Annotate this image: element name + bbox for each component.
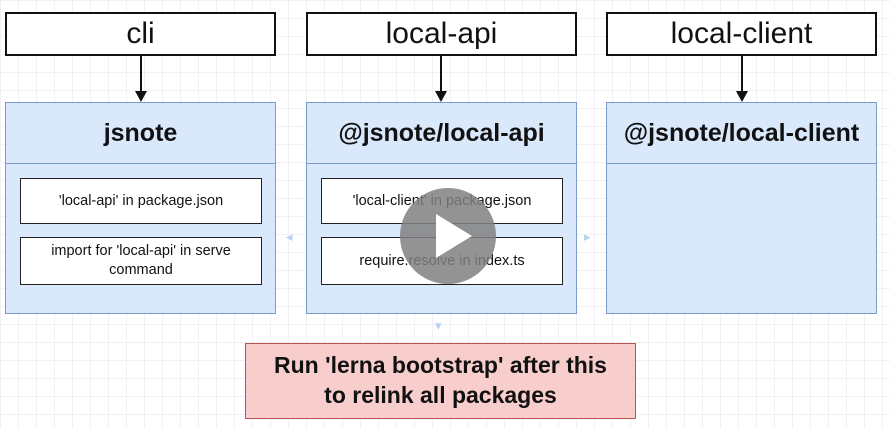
local-client-label-box: local-client	[606, 12, 877, 56]
local-api-arrow-line	[440, 56, 442, 92]
package-title: jsnote	[6, 103, 275, 164]
note-local-api-package-json: 'local-api' in package.json	[20, 178, 262, 224]
package-local-client: @jsnote/local-client	[606, 102, 877, 314]
faint-down-arrow-icon: ▾	[435, 318, 442, 333]
cli-label: cli	[126, 17, 155, 50]
package-local-api: @jsnote/local-api 'local-client' in pack…	[306, 102, 577, 314]
local-api-label-box: local-api	[306, 12, 577, 56]
cli-label-box: cli	[5, 12, 276, 56]
local-client-arrow-line	[741, 56, 743, 92]
local-api-arrow-head-icon	[435, 91, 447, 102]
local-client-arrow-head-icon	[736, 91, 748, 102]
cli-arrow-head-icon	[135, 91, 147, 102]
faint-right-arrow-icon: ▸	[584, 229, 591, 244]
callout-line-1: Run 'lerna bootstrap' after this	[274, 352, 607, 379]
cli-arrow-line	[140, 56, 142, 92]
package-title: @jsnote/local-client	[607, 103, 876, 164]
play-button[interactable]	[400, 188, 496, 284]
local-api-label: local-api	[385, 17, 498, 50]
local-client-label: local-client	[670, 17, 813, 50]
faint-left-arrow-icon: ◂	[286, 229, 293, 244]
note-local-client-package-json: 'local-client' in package.json	[321, 178, 563, 224]
lerna-bootstrap-callout: Run 'lerna bootstrap' after this to reli…	[245, 343, 636, 419]
callout-line-2: to relink all packages	[324, 382, 557, 408]
note-import-local-api: import for 'local-api' in serve command	[20, 237, 262, 285]
package-title: @jsnote/local-api	[307, 103, 576, 164]
package-jsnote: jsnote 'local-api' in package.json impor…	[5, 102, 276, 314]
play-icon	[436, 214, 472, 258]
